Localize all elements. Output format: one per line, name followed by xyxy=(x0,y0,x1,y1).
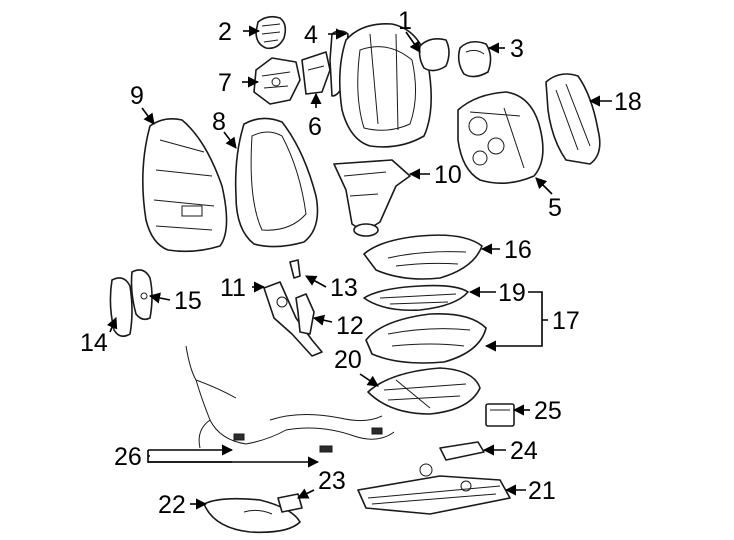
part-25-module xyxy=(485,403,515,427)
callout-17: 17 xyxy=(552,307,580,335)
bracket-17 xyxy=(528,291,548,347)
part-5-backrest-frame xyxy=(457,91,544,184)
callout-26: 26 xyxy=(114,443,142,471)
callout-5: 5 xyxy=(548,194,562,222)
leader-13 xyxy=(305,275,327,288)
callout-8: 8 xyxy=(212,108,226,136)
leader-23 xyxy=(296,488,315,499)
callout-22: 22 xyxy=(158,491,186,519)
bracket-26 xyxy=(147,450,232,463)
callout-labels: 1 2 3 4 5 6 7 8 9 10 11 12 13 14 15 16 1… xyxy=(80,7,642,519)
part-2-headrest-guide xyxy=(255,15,287,50)
part-backrest-cover xyxy=(338,23,432,148)
leader-1 xyxy=(405,31,421,53)
part-6-trim-panel xyxy=(301,51,331,95)
part-19-heater xyxy=(363,284,469,312)
part-17-cushion-assembly xyxy=(365,312,487,364)
leader-5 xyxy=(535,177,553,195)
part-14-side-cover xyxy=(109,277,133,338)
callout-16: 16 xyxy=(504,236,532,264)
callout-4: 4 xyxy=(304,21,318,49)
callout-7: 7 xyxy=(218,69,232,97)
callout-18: 18 xyxy=(614,88,642,116)
part-20-cushion-frame xyxy=(367,367,481,415)
part-22-side-shield xyxy=(203,497,301,534)
callout-10: 10 xyxy=(434,161,462,189)
leader-20 xyxy=(359,373,379,387)
leader-12 xyxy=(312,314,333,326)
leader-8 xyxy=(223,131,237,149)
part-26-wiring-harness xyxy=(185,345,395,453)
callout-21: 21 xyxy=(528,477,556,505)
part-21-seat-track xyxy=(357,463,511,515)
part-18-side-panel xyxy=(545,73,601,165)
part-7-bracket xyxy=(253,57,301,105)
callout-3: 3 xyxy=(510,35,524,63)
callout-13: 13 xyxy=(330,274,358,302)
part-9-backrest-panel xyxy=(142,118,228,253)
part-10-lumbar xyxy=(333,159,411,237)
part-11-recliner xyxy=(263,281,323,357)
callout-15: 15 xyxy=(174,287,202,315)
callout-23: 23 xyxy=(318,467,346,495)
leader-14 xyxy=(106,316,118,333)
part-16-cushion-pad xyxy=(363,234,483,280)
callout-9: 9 xyxy=(130,82,144,110)
callout-14: 14 xyxy=(80,329,108,357)
part-15-side-cover xyxy=(130,269,153,321)
part-12-bracket xyxy=(295,293,315,335)
part-13-clip xyxy=(289,259,301,279)
callout-24: 24 xyxy=(510,437,538,465)
callout-25: 25 xyxy=(534,397,562,425)
callout-6: 6 xyxy=(308,113,322,141)
part-3-headrest-pad xyxy=(457,40,492,78)
callout-19: 19 xyxy=(498,279,526,307)
callout-12: 12 xyxy=(336,312,364,340)
callout-2: 2 xyxy=(218,18,232,46)
part-8-backrest-frame xyxy=(234,117,319,248)
leader-lines xyxy=(106,25,612,510)
callout-1: 1 xyxy=(398,7,412,35)
part-23-switch xyxy=(277,493,303,513)
part-24-control-unit xyxy=(439,441,485,461)
part-1-pad xyxy=(418,38,450,72)
leader-9 xyxy=(141,107,155,125)
callout-20: 20 xyxy=(334,346,362,374)
leader-15 xyxy=(148,292,171,304)
callout-11: 11 xyxy=(220,274,246,302)
